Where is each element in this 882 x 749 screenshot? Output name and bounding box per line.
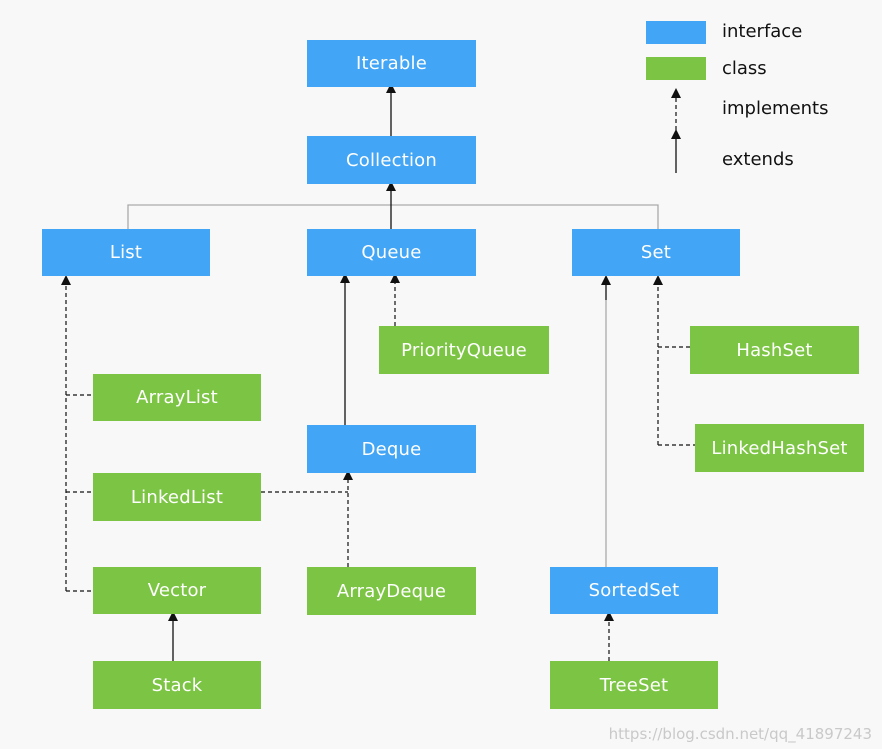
node-linkedhashset: LinkedHashSet (695, 424, 864, 472)
node-iterable: Iterable (307, 40, 476, 87)
node-vector: Vector (93, 567, 261, 614)
node-list: List (42, 229, 210, 276)
legend-interface-label: interface (722, 21, 803, 42)
node-set: Set (572, 229, 740, 276)
node-deque: Deque (307, 425, 476, 473)
node-treeset: TreeSet (550, 661, 718, 709)
watermark: https://blog.csdn.net/qq_41897243 (608, 725, 872, 743)
legend-class-swatch (646, 57, 706, 80)
node-linkedlist: LinkedList (93, 473, 261, 521)
node-priorityqueue: PriorityQueue (379, 326, 549, 374)
node-sortedset: SortedSet (550, 567, 718, 614)
node-arraylist: ArrayList (93, 374, 261, 421)
legend-interface-swatch (646, 21, 706, 44)
legend-class-label: class (722, 58, 767, 79)
legend-extends-label: extends (722, 149, 794, 170)
node-queue: Queue (307, 229, 476, 276)
edge-set-collection (391, 204, 659, 229)
node-hashset: HashSet (690, 326, 859, 374)
edge-list-collection (127, 204, 391, 229)
node-collection: Collection (307, 136, 476, 184)
legend-implements-label: implements (722, 98, 829, 119)
node-stack: Stack (93, 661, 261, 709)
node-arraydeque: ArrayDeque (307, 567, 476, 615)
